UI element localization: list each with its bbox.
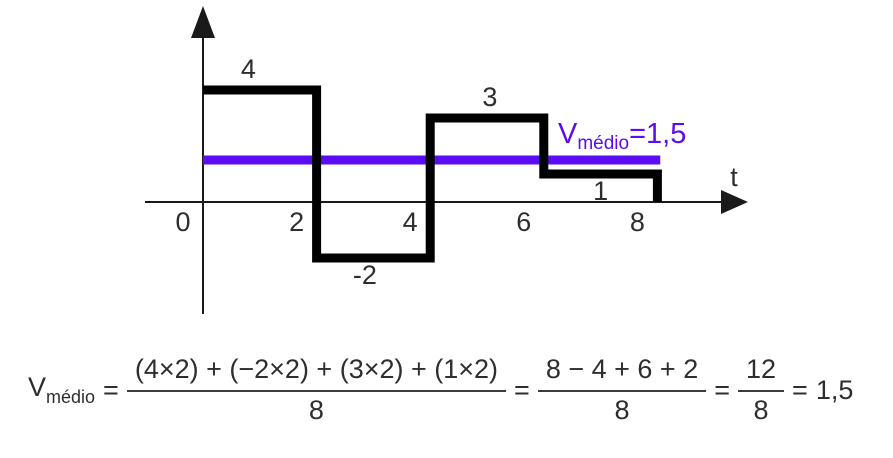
x-axis-label: t bbox=[730, 162, 738, 192]
segment-value-label: 1 bbox=[593, 176, 608, 206]
equals-sign-3: = bbox=[714, 374, 730, 405]
fraction-2: 8 − 4 + 6 + 2 8 bbox=[537, 354, 707, 426]
fraction-3: 12 8 bbox=[738, 354, 785, 426]
formula-result: 1,5 bbox=[815, 374, 854, 405]
equals-sign-4: = bbox=[792, 374, 808, 405]
step-wave-chart: t 0 2 4 6 8 4 -2 3 1 Vmédio=1,5 bbox=[145, 6, 748, 314]
equals-sign-2: = bbox=[514, 374, 530, 405]
segment-value-label: 3 bbox=[482, 82, 497, 112]
equals-sign-1: = bbox=[103, 374, 119, 405]
average-value-label: Vmédio=1,5 bbox=[558, 118, 686, 154]
segment-value-label: 4 bbox=[241, 54, 256, 84]
x-tick-label: 2 bbox=[289, 207, 304, 237]
x-tick-label: 4 bbox=[403, 207, 418, 237]
x-tick-label: 6 bbox=[516, 207, 531, 237]
step-wave bbox=[203, 85, 662, 263]
fraction-2-numerator: 8 − 4 + 6 + 2 bbox=[537, 354, 707, 392]
fraction-1-denominator: 8 bbox=[308, 395, 324, 425]
formula-lhs: Vmédio bbox=[28, 372, 95, 408]
fraction-3-denominator: 8 bbox=[753, 395, 769, 425]
fraction-3-numerator: 12 bbox=[738, 354, 785, 392]
segment-value-label: -2 bbox=[353, 260, 377, 290]
fraction-2-denominator: 8 bbox=[614, 395, 630, 425]
fraction-1-numerator: (4×2) + (−2×2) + (3×2) + (1×2) bbox=[126, 354, 507, 392]
y-axis-arrow-icon bbox=[191, 6, 215, 38]
x-tick-label: 0 bbox=[175, 207, 190, 237]
formula-v: V bbox=[28, 372, 47, 402]
x-axis-arrow-icon bbox=[721, 190, 748, 214]
fraction-1: (4×2) + (−2×2) + (3×2) + (1×2) 8 bbox=[126, 354, 507, 426]
formula-v-subscript: médio bbox=[46, 387, 96, 407]
average-formula: Vmédio = (4×2) + (−2×2) + (3×2) + (1×2) … bbox=[28, 354, 853, 426]
x-tick-label: 8 bbox=[630, 207, 645, 237]
